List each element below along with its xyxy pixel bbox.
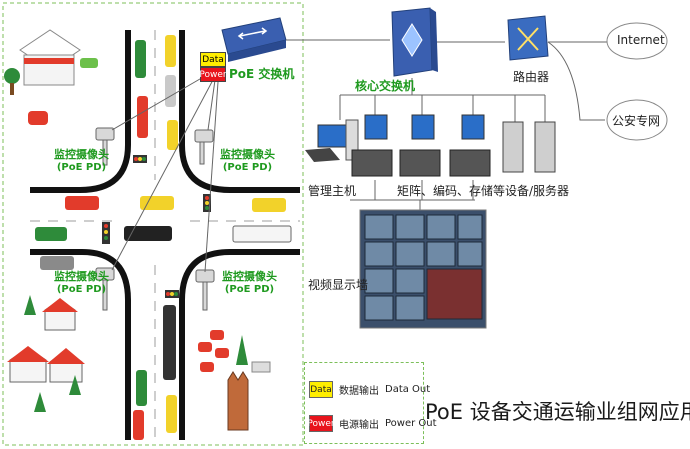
- car-white: [165, 75, 176, 107]
- legend-data-chip: Data: [309, 381, 333, 398]
- core-switch-label: 核心交换机: [355, 79, 416, 93]
- legend-data-en: Data Out: [385, 384, 431, 395]
- camera-4-label: 监控摄像头: [222, 270, 277, 283]
- cloud-icons: [606, 22, 668, 141]
- car-yellow-h2: [252, 198, 286, 212]
- poe-switch-icon: [221, 17, 287, 62]
- gas-station: [4, 29, 98, 125]
- road-edge-bottom-left: [30, 249, 131, 440]
- internet-label: Internet: [617, 33, 665, 47]
- car-red: [137, 96, 148, 138]
- camera-label-1: 监控摄像头 (PoE PD): [54, 146, 109, 173]
- crossroad: [30, 30, 300, 440]
- router-icon: [507, 15, 549, 61]
- legend-data-cn: 数据输出: [339, 386, 379, 397]
- car-yellow-2: [167, 120, 178, 150]
- poe-cables: [111, 71, 219, 273]
- bus-black: [163, 305, 176, 380]
- camera-2-sublabel: (PoE PD): [222, 162, 273, 173]
- truck-white-h: [232, 225, 292, 243]
- car-green: [135, 40, 146, 78]
- car-red-h: [65, 196, 99, 210]
- car-yellow: [165, 35, 176, 67]
- legend-power-row: Power 电源输出 Power Out: [307, 415, 437, 432]
- legend-power-chip: Power: [307, 415, 335, 432]
- camera-icon-2: [194, 129, 214, 165]
- data-port-chip: Data: [200, 52, 226, 67]
- core-switch-icon: [391, 7, 438, 77]
- legend-power-cn: 电源输出: [339, 420, 379, 431]
- camera-3-sublabel: (PoE PD): [56, 284, 107, 295]
- camera-icon-4: [195, 269, 215, 311]
- video-wall: [359, 209, 487, 329]
- camera-icon-1: [95, 127, 115, 166]
- parking-and-church: [198, 330, 271, 431]
- car-grey-h: [40, 256, 74, 270]
- car-red-2: [133, 410, 144, 440]
- power-port-chip: Power: [199, 67, 227, 82]
- road-edge-top-right: [179, 30, 300, 193]
- road-edge-bottom-right: [179, 249, 300, 440]
- car-yellow-h: [140, 196, 174, 210]
- management-host-label: 管理主机: [308, 184, 357, 198]
- car-yellow-3: [166, 395, 177, 433]
- camera-label-4: 监控摄像头 (PoE PD): [222, 268, 277, 295]
- storage-servers-label: 矩阵、编码、存储等设备/服务器: [397, 184, 570, 198]
- diagram-title: PoE 设备交通运输业组网应用: [425, 400, 690, 424]
- camera-icon-3: [95, 267, 115, 311]
- management-host-icon: [305, 119, 359, 162]
- workstations: [351, 114, 556, 177]
- camera-1-label: 监控摄像头: [54, 148, 109, 161]
- video-wall-label: 视频显示墙: [308, 278, 369, 292]
- poe-switch-label: PoE 交换机: [229, 67, 295, 81]
- car-green-h: [35, 227, 67, 241]
- traffic-area-border: [2, 2, 304, 446]
- car-black-h: [124, 226, 172, 241]
- camera-3-label: 监控摄像头: [54, 270, 109, 283]
- camera-4-sublabel: (PoE PD): [224, 284, 275, 295]
- network-links: [286, 39, 608, 212]
- legend-power-en: Power Out: [385, 418, 437, 429]
- camera-label-2: 监控摄像头 (PoE PD): [220, 146, 275, 173]
- car-green-2: [136, 370, 147, 406]
- road-edge-top-left: [30, 30, 131, 193]
- traffic-lights: [102, 155, 211, 298]
- cars: [35, 35, 292, 440]
- camera-1-sublabel: (PoE PD): [56, 162, 107, 173]
- camera-label-3: 监控摄像头 (PoE PD): [54, 268, 109, 295]
- camera-2-label: 监控摄像头: [220, 148, 275, 161]
- router-label: 路由器: [513, 70, 550, 84]
- houses: [7, 295, 85, 412]
- legend: Data 数据输出 Data Out Power 电源输出 Power Out: [304, 362, 437, 444]
- legend-data-row: Data 数据输出 Data Out: [309, 381, 430, 398]
- police-network-label: 公安专网: [612, 114, 661, 128]
- camera-icons: [95, 127, 215, 311]
